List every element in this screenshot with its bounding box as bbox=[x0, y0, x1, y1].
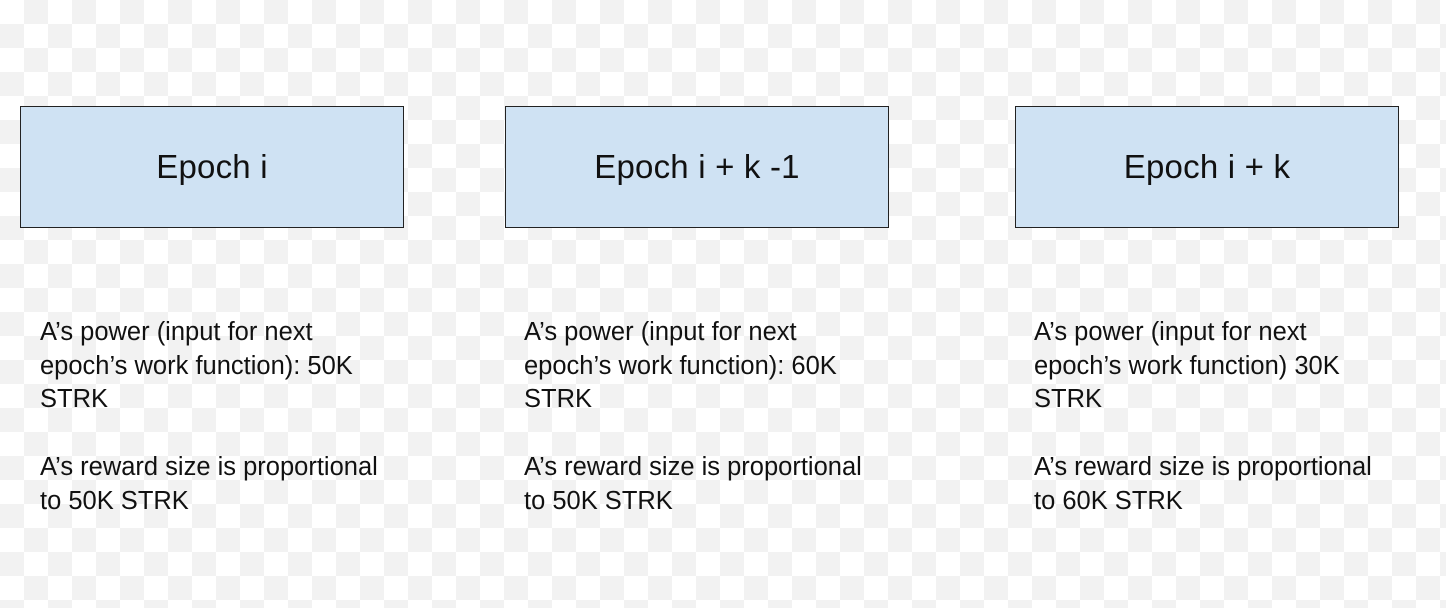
power-text: A’s power (input for next epoch’s work f… bbox=[524, 318, 837, 414]
epoch-box-i-plus-k: Epoch i + k bbox=[1015, 106, 1399, 228]
reward-text: A’s reward size is proportional to 50K S… bbox=[40, 453, 378, 515]
epoch-box-i: Epoch i bbox=[20, 106, 404, 228]
power-text: A’s power (input for next epoch’s work f… bbox=[1034, 318, 1340, 414]
reward-text: A’s reward size is proportional to 60K S… bbox=[1034, 453, 1372, 515]
epoch-label: Epoch i bbox=[156, 148, 268, 185]
epoch-i-plus-k-minus-1-note: A’s power (input for next epoch’s work f… bbox=[524, 316, 884, 519]
epoch-box-i-plus-k-minus-1: Epoch i + k -1 bbox=[505, 106, 889, 228]
power-text: A’s power (input for next epoch’s work f… bbox=[40, 318, 353, 414]
epoch-label: Epoch i + k -1 bbox=[594, 148, 800, 185]
epoch-i-note: A’s power (input for next epoch’s work f… bbox=[40, 316, 400, 519]
epoch-i-plus-k-note: A’s power (input for next epoch’s work f… bbox=[1034, 316, 1394, 519]
reward-text: A’s reward size is proportional to 50K S… bbox=[524, 453, 862, 515]
epoch-label: Epoch i + k bbox=[1123, 148, 1291, 185]
